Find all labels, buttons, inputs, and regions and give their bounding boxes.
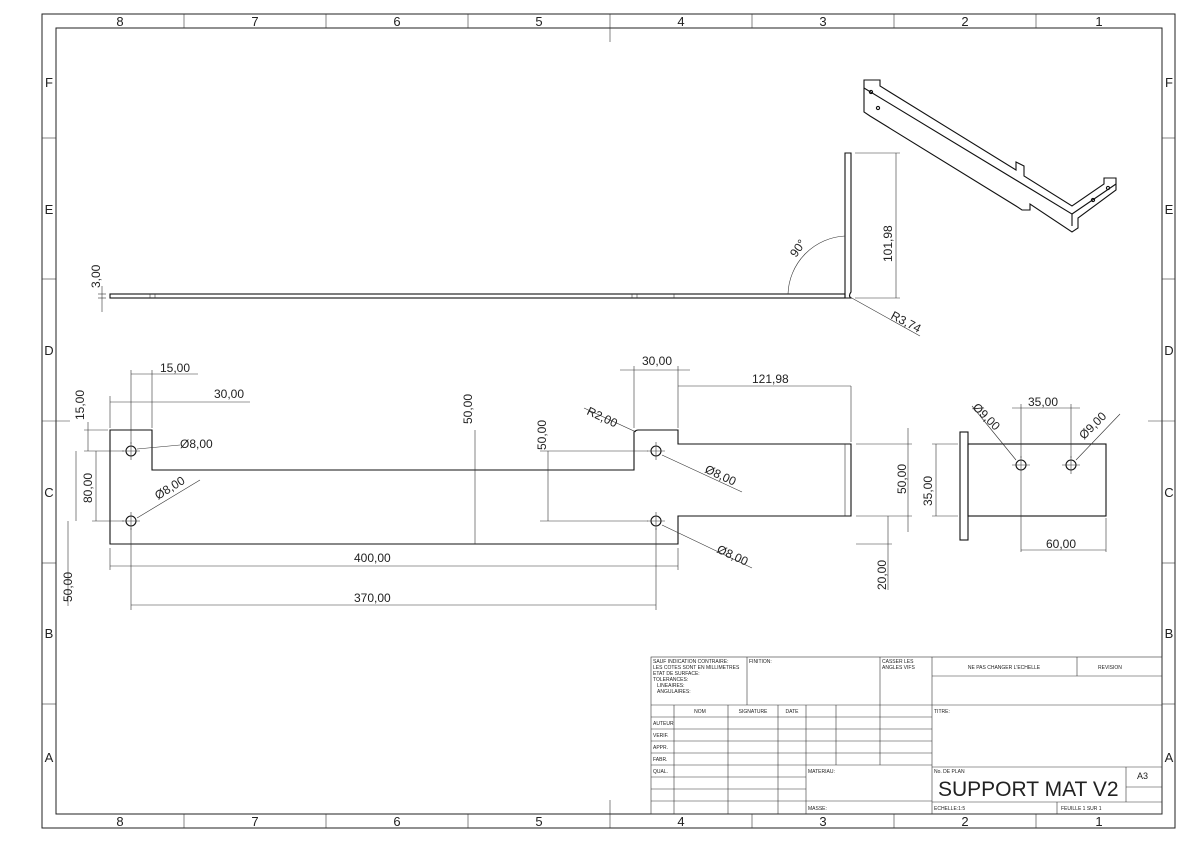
isometric-view (863, 79, 1117, 233)
zone-col-2: 2 (961, 14, 968, 29)
tb-nom: NOM (694, 709, 706, 715)
dim-radius: R3,74 (889, 308, 924, 336)
tb-general-line-4: TOLERANCES: (653, 677, 688, 683)
dim-20: 20,00 (875, 560, 889, 590)
dim-50-right: 50,00 (895, 464, 909, 494)
zone-col-4: 4 (677, 814, 684, 829)
zone-row-c: C (44, 485, 53, 500)
column-labels-bottom: 8 7 6 5 4 3 2 1 (116, 814, 1102, 829)
zone-row-b: B (1165, 626, 1174, 641)
tb-format: A3 (1137, 771, 1148, 781)
zone-col-1: 1 (1095, 14, 1102, 29)
dim-height: 101,98 (881, 225, 895, 262)
side-view: 3,00 101,98 90° R3,74 (89, 152, 924, 337)
zone-col-5: 5 (535, 814, 542, 829)
zone-col-1: 1 (1095, 814, 1102, 829)
dim-hole-d: Ø8,00 (715, 542, 751, 569)
dim-35-horizontal: 35,00 (1028, 395, 1058, 409)
zone-col-5: 5 (535, 14, 542, 29)
title-block (650, 656, 1163, 815)
tb-casser-2: ANGLES VIFS (882, 665, 915, 671)
dim-hole-9-right: Ø9,00 (1076, 409, 1109, 442)
zone-row-e: E (45, 202, 54, 217)
zone-col-6: 6 (393, 14, 400, 29)
dim-80: 80,00 (81, 473, 95, 503)
zone-col-2: 2 (961, 814, 968, 829)
tb-feuille: FEUILLE 1 SUR 1 (1061, 806, 1102, 812)
tb-general-line-1: SAUF INDICATION CONTRAIRE: (653, 659, 728, 665)
dim-30-notch: 30,00 (642, 354, 672, 368)
dim-hole-9-left: Ø9,00 (970, 400, 1003, 433)
tb-role-qual: QUAL. (653, 769, 668, 775)
tb-titre: TITRE: (934, 709, 950, 715)
tb-echelle: ECHELLE:1:5 (934, 806, 965, 812)
top-view: 35,00 Ø9,00 35,00 Ø9,00 60,00 (921, 395, 1121, 552)
dim-35-vertical: 35,00 (921, 476, 935, 506)
dim-hole-a: Ø8,00 (180, 437, 213, 451)
zone-row-f: F (45, 75, 53, 90)
zone-col-7: 7 (251, 814, 258, 829)
dim-400: 400,00 (354, 551, 391, 565)
tb-materiau: MATERIAU: (808, 769, 835, 775)
tb-role-fabr: FABR. (653, 757, 667, 763)
zone-row-b: B (45, 626, 54, 641)
zone-col-3: 3 (819, 14, 826, 29)
tb-role-verif: VERIF. (653, 733, 669, 739)
zone-row-c: C (1164, 485, 1173, 500)
zone-col-8: 8 (116, 14, 123, 29)
dim-30-top: 30,00 (214, 387, 244, 401)
tb-general-line-5: LINEAIRES: (657, 683, 685, 689)
zone-col-8: 8 (116, 814, 123, 829)
dim-370: 370,00 (354, 591, 391, 605)
tb-masse: MASSE: (808, 806, 827, 812)
dim-hole-c: Ø8,00 (703, 462, 739, 489)
tb-ne-pas-changer: NE PAS CHANGER L'ECHELLE (968, 665, 1041, 671)
tb-role-auteur: AUTEUR (653, 721, 674, 727)
dim-50-center: 50,00 (535, 420, 549, 450)
zone-row-d: D (1164, 343, 1173, 358)
zone-col-7: 7 (251, 14, 258, 29)
row-labels-left: F E D C B A (44, 75, 53, 765)
dim-60: 60,00 (1046, 537, 1076, 551)
zone-row-a: A (1165, 750, 1174, 765)
tb-casser-1: CASSER LES (882, 659, 914, 665)
tb-general-line-2: LES COTES SONT EN MILLIMETRES (653, 665, 740, 671)
dim-thickness: 3,00 (89, 264, 103, 288)
zone-col-3: 3 (819, 814, 826, 829)
flat-pattern-view: 15,00 30,00 15,00 Ø8,00 Ø8,00 80,00 50,0… (61, 354, 912, 610)
side-profile-bottom (109, 293, 846, 299)
side-profile-bend (844, 152, 853, 299)
tb-plan-name: SUPPORT MAT V2 (938, 778, 1119, 801)
dim-r2: R2,00 (585, 404, 620, 430)
zone-col-6: 6 (393, 814, 400, 829)
dim-15-top: 15,00 (160, 361, 190, 375)
zone-row-d: D (44, 343, 53, 358)
tb-general-line-6: ANGULAIRES: (657, 689, 691, 695)
tb-signature: SIGNATURE (739, 709, 768, 715)
dim-121: 121,98 (752, 372, 789, 386)
tb-revision: REVISION (1098, 665, 1122, 671)
tb-general-line-3: ETAT DE SURFACE: (653, 671, 700, 677)
zone-ticks (42, 14, 1175, 828)
column-labels-top: 8 7 6 5 4 3 2 1 (116, 14, 1102, 29)
dim-15-left: 15,00 (73, 390, 87, 420)
dim-50-mid: 50,00 (461, 394, 475, 424)
tb-role-appr: APPR. (653, 745, 668, 751)
row-labels-right: F E D C B A (1164, 75, 1173, 765)
title-block-text: SAUF INDICATION CONTRAIRE: LES COTES SON… (653, 659, 1148, 812)
dim-50-left: 50,00 (61, 572, 75, 602)
zone-row-e: E (1165, 202, 1174, 217)
tb-no-plan-label: No. DE PLAN (934, 769, 965, 775)
tb-date: DATE (786, 709, 800, 715)
dim-angle: 90° (787, 237, 809, 260)
zone-row-a: A (45, 750, 54, 765)
zone-row-f: F (1165, 75, 1173, 90)
zone-col-4: 4 (677, 14, 684, 29)
tb-finition: FINITION: (749, 659, 772, 665)
flat-outline (109, 429, 852, 545)
